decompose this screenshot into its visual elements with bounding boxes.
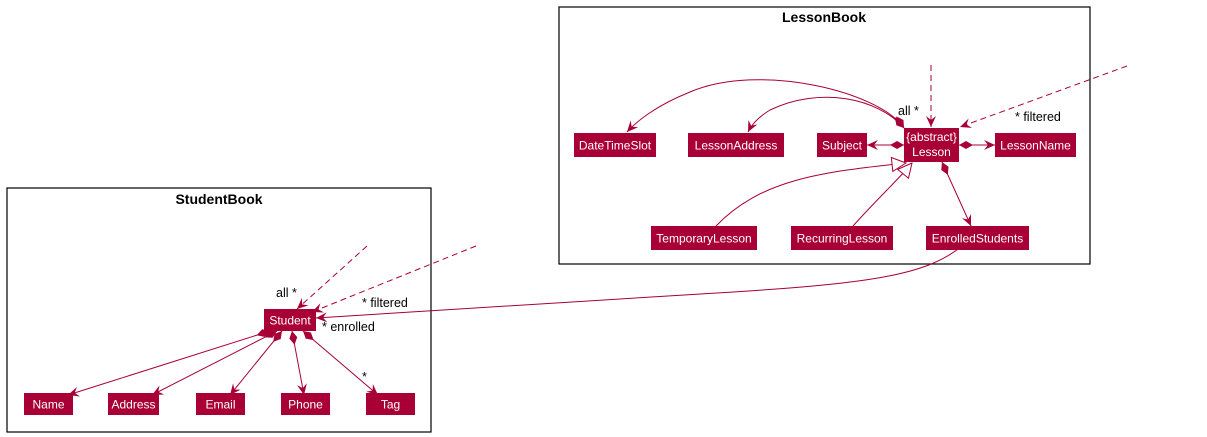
class-datetimeslot: DateTimeSlot	[574, 133, 656, 157]
recurringlesson-inherits-lesson-edge	[852, 163, 912, 227]
lesson-to-datetimeslot-edge	[626, 79, 905, 133]
student-to-phone-edge	[289, 330, 307, 396]
student-to-email-edge	[229, 330, 283, 396]
class-student: Student	[264, 309, 316, 331]
recurringlesson-label: RecurringLesson	[797, 232, 888, 246]
lesson-book-package: LessonBook	[558, 6, 1091, 265]
lesson-all-multiplicity: all *	[898, 104, 919, 118]
lesson-filtered-multiplicity: * filtered	[1015, 110, 1061, 124]
student-enrolled-multiplicity: * enrolled	[322, 320, 375, 334]
student-to-tag-edge	[302, 330, 379, 396]
student-all-multiplicity: all *	[276, 286, 297, 300]
class-tag: Tag	[366, 393, 415, 415]
datetimeslot-label: DateTimeSlot	[579, 139, 652, 153]
lesson-to-enrolledstudents-edge	[941, 161, 972, 227]
class-address: Address	[108, 393, 159, 415]
class-name: Name	[24, 393, 73, 415]
class-phone: Phone	[281, 393, 330, 415]
email-label: Email	[205, 398, 235, 412]
student-to-address-edge	[151, 330, 278, 396]
lesson-name: Lesson	[912, 145, 951, 159]
subject-label: Subject	[822, 139, 863, 153]
class-recurringlesson: RecurringLesson	[791, 226, 893, 250]
lesson-to-lessonaddress-edge	[747, 96, 905, 133]
class-lesson: {abstract} Lesson	[904, 128, 959, 162]
tag-label: Tag	[381, 398, 400, 412]
enrolledstudents-label: EnrolledStudents	[932, 232, 1023, 246]
student-filtered-multiplicity: * filtered	[362, 296, 408, 310]
tag-multiplicity: *	[362, 370, 367, 384]
lesson-stereotype: {abstract}	[906, 130, 957, 144]
address-label: Address	[111, 398, 155, 412]
student-book-package: StudentBook	[6, 187, 432, 433]
student-all-dashed-edge	[296, 245, 368, 310]
class-subject: Subject	[817, 133, 867, 157]
student-book-title: StudentBook	[175, 191, 262, 207]
lesson-book-title: LessonBook	[782, 9, 866, 25]
lessonname-label: LessonName	[1000, 139, 1071, 153]
class-lessonname: LessonName	[995, 133, 1076, 157]
temporarylesson-inherits-lesson-edge	[715, 163, 906, 227]
student-to-name-edge	[67, 329, 271, 397]
student-label: Student	[269, 314, 311, 328]
temporarylesson-label: TemporaryLesson	[656, 232, 751, 246]
name-label: Name	[32, 398, 64, 412]
class-email: Email	[196, 393, 245, 415]
class-lessonaddress: LessonAddress	[688, 133, 784, 157]
class-temporarylesson: TemporaryLesson	[651, 226, 757, 250]
lessonaddress-label: LessonAddress	[695, 139, 778, 153]
phone-label: Phone	[288, 398, 323, 412]
class-enrolledstudents: EnrolledStudents	[926, 226, 1029, 250]
enrolledstudents-to-student-edge	[315, 245, 963, 323]
